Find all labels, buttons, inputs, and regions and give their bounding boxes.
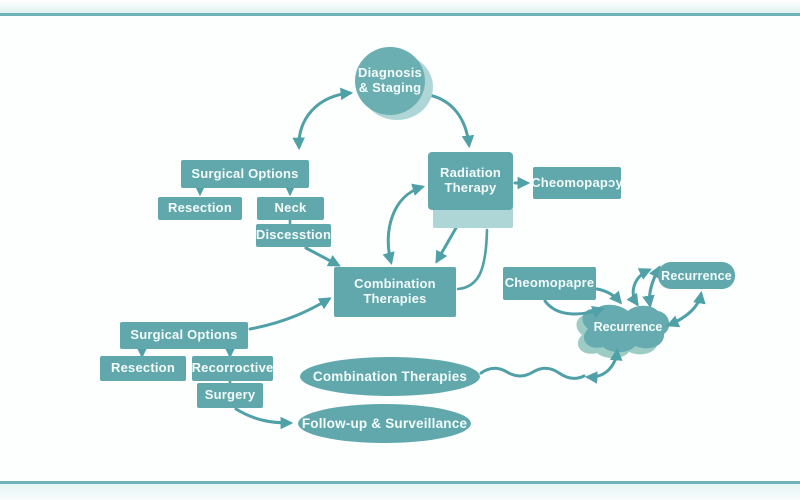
node-surgical-options-top: Surgical Options xyxy=(181,160,309,188)
node-combination-therapies-oval: Combination Therapies xyxy=(300,357,480,396)
edge-blob-pill-left-a xyxy=(626,268,652,307)
node-neck: Neck xyxy=(257,197,324,220)
node-followup-surveillance-oval: Follow-up & Surveillance xyxy=(298,404,471,443)
node-radiation-therapy: Radiation Therapy xyxy=(428,152,513,210)
edge-surgery-followup xyxy=(234,407,294,430)
node-discesstion: Discesstion xyxy=(256,224,331,247)
top-border xyxy=(0,0,800,16)
node-chemotherapy-mid: Cheomopapre xyxy=(503,267,596,300)
edge-wavy-blob xyxy=(584,347,623,384)
node-diagnosis-staging: Diagnosis & Staging xyxy=(355,47,425,115)
edge-discesstion-combination xyxy=(304,246,341,267)
node-resection-bottom: Resection xyxy=(100,356,186,381)
bottom-border xyxy=(0,481,800,500)
edge-diagnosis-radiation xyxy=(427,93,475,149)
edge-surgical-top-diagnosis xyxy=(292,87,354,151)
edge-combinationoval-wavy xyxy=(479,366,586,380)
node-recorroctive: Recorroctive xyxy=(192,356,273,381)
edge-blob-pill-right xyxy=(666,290,706,328)
node-surgery: Surgery xyxy=(197,383,263,408)
node-chemotherapy-top: Cheomopapɔy xyxy=(531,167,623,199)
edge-combination-radiation-line xyxy=(456,228,489,291)
node-surgical-options-bottom: Surgical Options xyxy=(120,322,248,349)
node-recurrence-blob-label: Recurrence xyxy=(593,320,663,334)
node-recurrence-pill: Recurrence xyxy=(658,262,735,289)
node-resection-top: Resection xyxy=(158,197,242,220)
edge-radiation-combination-curve xyxy=(382,183,426,266)
node-combination-therapies-box: Combination Therapies xyxy=(334,267,456,317)
edge-chemomid-blob-left xyxy=(543,299,605,318)
edge-radiation-combination-diagonal xyxy=(435,226,458,264)
edge-chemomid-blob-right xyxy=(595,287,623,305)
edge-surgicalbottom-combination xyxy=(248,297,332,331)
